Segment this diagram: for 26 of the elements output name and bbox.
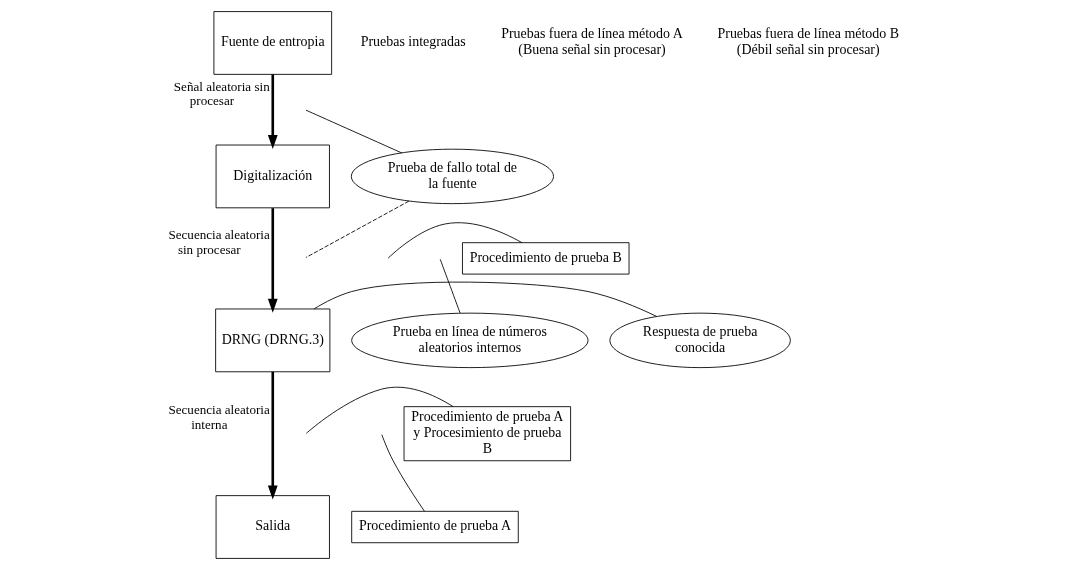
node-box: Digitalización xyxy=(215,144,330,209)
node-box: DRNG (DRNG.3) xyxy=(215,308,331,373)
label: Pruebas fuera de línea método A (Buena señal sin procesar) xyxy=(501,26,683,58)
arrow xyxy=(267,371,278,500)
arrow xyxy=(267,74,278,149)
connector xyxy=(387,222,523,259)
connector xyxy=(439,258,461,314)
node-ellipse: Respuesta de prueba conocida xyxy=(609,312,791,369)
label: Pruebas integradas xyxy=(360,34,466,50)
node-box: Salida xyxy=(215,495,330,559)
node-box: Procedimiento de prueba A y Procesimiento de prueba B xyxy=(403,406,572,462)
arrow xyxy=(267,208,278,313)
node-ellipse: Prueba de fallo total de la fuente xyxy=(350,148,554,205)
node-box: Procedimiento de prueba A xyxy=(351,510,519,544)
node-box: Procedimiento de prueba B xyxy=(462,242,630,275)
node-box: Fuente de entropia xyxy=(213,11,333,75)
node-ellipse: Prueba en línea de números aleatorios internos xyxy=(351,312,589,369)
label: Pruebas fuera de línea método B (Débil señal sin procesar) xyxy=(717,26,900,58)
connector xyxy=(305,386,454,434)
connector xyxy=(305,109,403,154)
connector xyxy=(381,434,425,512)
connector xyxy=(313,281,658,317)
edge-label: Señal aleatoria sin procesar xyxy=(173,78,270,109)
edge-label: Secuencia aleatoria sin procesar xyxy=(168,227,270,258)
connector xyxy=(305,200,410,258)
edge-label: Secuencia aleatoria interna xyxy=(168,402,270,433)
